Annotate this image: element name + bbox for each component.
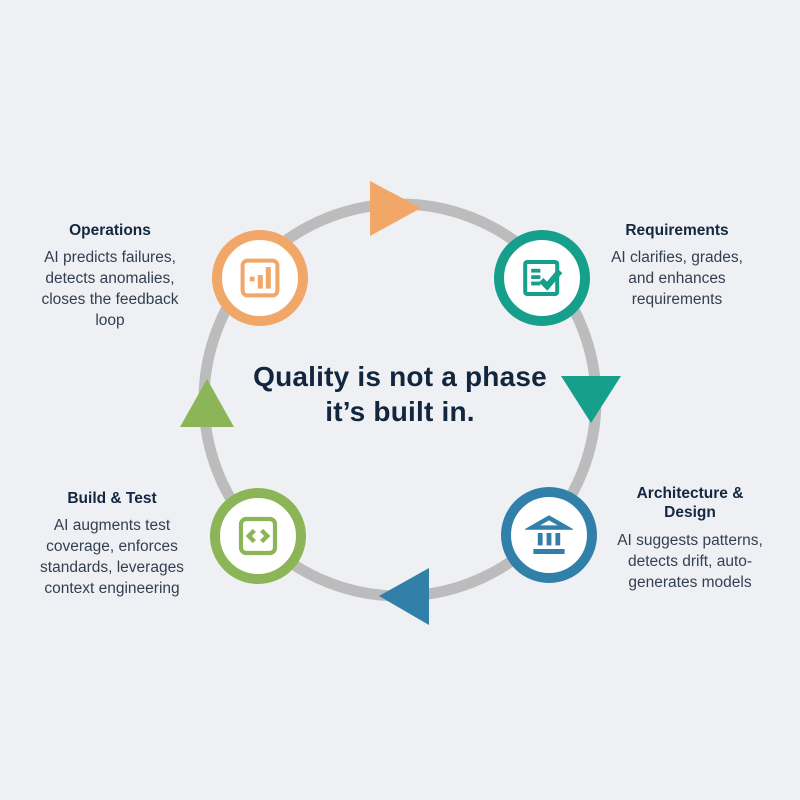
code-brackets-icon xyxy=(238,516,278,556)
center-title: Quality is not a phase it’s built in. xyxy=(253,361,547,427)
phase-node-requirements xyxy=(494,230,590,326)
phase-node-operations xyxy=(212,230,308,326)
bank-building-icon xyxy=(525,515,573,554)
arrow-right-icon xyxy=(370,181,421,236)
phase-description: AI augments test coverage, enforces stan… xyxy=(40,517,184,598)
phase-text-architecture-design: Architecture & Design AI suggests patter… xyxy=(605,484,775,593)
phase-text-requirements: Requirements AI clarifies, grades, and e… xyxy=(592,221,762,310)
arrow-up-icon xyxy=(180,379,234,427)
phase-description: AI clarifies, grades, and enhances requi… xyxy=(611,249,743,309)
arrow-down-icon xyxy=(561,376,621,423)
phase-label: Requirements xyxy=(625,222,729,239)
arrow-left-icon xyxy=(379,568,429,625)
phase-label: Operations xyxy=(69,222,151,239)
phase-label: Build & Test xyxy=(67,490,157,507)
phase-description: AI predicts failures, detects anomalies,… xyxy=(41,249,179,330)
checklist-icon xyxy=(523,260,563,296)
phase-node-build-test xyxy=(210,488,306,584)
phase-node-architecture-design xyxy=(501,487,597,583)
phase-label: Architecture & Design xyxy=(636,485,744,522)
phase-text-build-test: Build & Test AI augments test coverage, … xyxy=(27,489,197,599)
phase-text-operations: Operations AI predicts failures, detects… xyxy=(25,221,195,331)
bar-chart-icon xyxy=(240,258,280,298)
phase-description: AI suggests patterns, detects drift, aut… xyxy=(617,531,763,591)
